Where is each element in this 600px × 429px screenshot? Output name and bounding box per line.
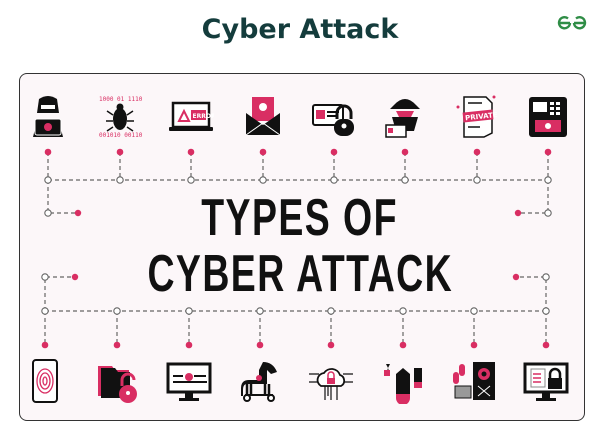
connector-node [470,307,478,315]
accent-dot [327,341,335,349]
connector-node [544,209,552,217]
identity-lock-icon [311,93,357,139]
locked-monitor-icon [523,358,569,404]
phishing-email-icon [240,93,286,139]
connector-node [327,307,335,315]
connector-node [187,176,195,184]
connector-node [542,307,550,315]
connector-node [44,176,52,184]
svg-text:PRIVATE: PRIVATE [465,111,498,122]
connector-node [256,307,264,315]
error-laptop-icon: ERROR [168,93,216,139]
right-top-branch [518,180,549,214]
connector-node [399,307,407,315]
accent-dot [470,341,478,349]
fingerprint-phone-icon [22,358,68,404]
bombs-icon [380,358,426,405]
accent-dot [473,148,481,156]
headline-line1: TYPES OF [201,189,399,247]
accent-dot [41,341,49,349]
connector-node [113,307,121,315]
malware-bug-icon: 1000 01 1110 001010 00110 [97,93,143,139]
accent-dot [74,209,82,217]
page-title: Cyber Attack [201,14,399,45]
svg-text:1000 01 1110: 1000 01 1110 [99,96,143,103]
spy-identity-theft-icon [382,93,428,139]
svg-text:ERROR: ERROR [193,113,215,120]
accent-dot [256,341,264,349]
accent-dot [187,148,195,156]
accent-dot [71,273,79,281]
svg-text:001010 00110: 001010 00110 [99,132,143,139]
gfg-logo-icon [557,16,587,30]
accent-dot [512,273,520,281]
left-top-branch [47,180,78,214]
connector-node [41,307,49,315]
private-document-icon: PRIVATE [454,93,500,139]
connector-node [44,209,52,217]
connector-node [185,307,193,315]
connector-node [473,176,481,184]
cloud-lock-network-icon [308,358,354,404]
connector-node [41,273,49,281]
accent-dot [259,148,267,156]
unlocked-folder-icon [94,358,140,404]
accent-dot [514,209,522,217]
accent-dot [399,341,407,349]
accent-dot [542,341,550,349]
connector-node [259,176,267,184]
connector-node [116,176,124,184]
connector-node [542,273,550,281]
infected-monitor-icon [166,358,212,404]
trojan-horse-icon [237,358,283,404]
accent-dot [113,341,121,349]
accent-dot [44,148,52,156]
accent-dot [544,148,552,156]
ransomware-atm-icon [525,93,571,139]
accent-dot [116,148,124,156]
hacker-icon [25,93,71,139]
accent-dot [401,148,409,156]
connector-node [544,176,552,184]
connector-node [330,176,338,184]
accent-dot [330,148,338,156]
accent-dot [185,341,193,349]
safe-money-icon [451,358,497,404]
headline-line2: CYBER ATTACK [147,245,453,303]
connector-node [401,176,409,184]
